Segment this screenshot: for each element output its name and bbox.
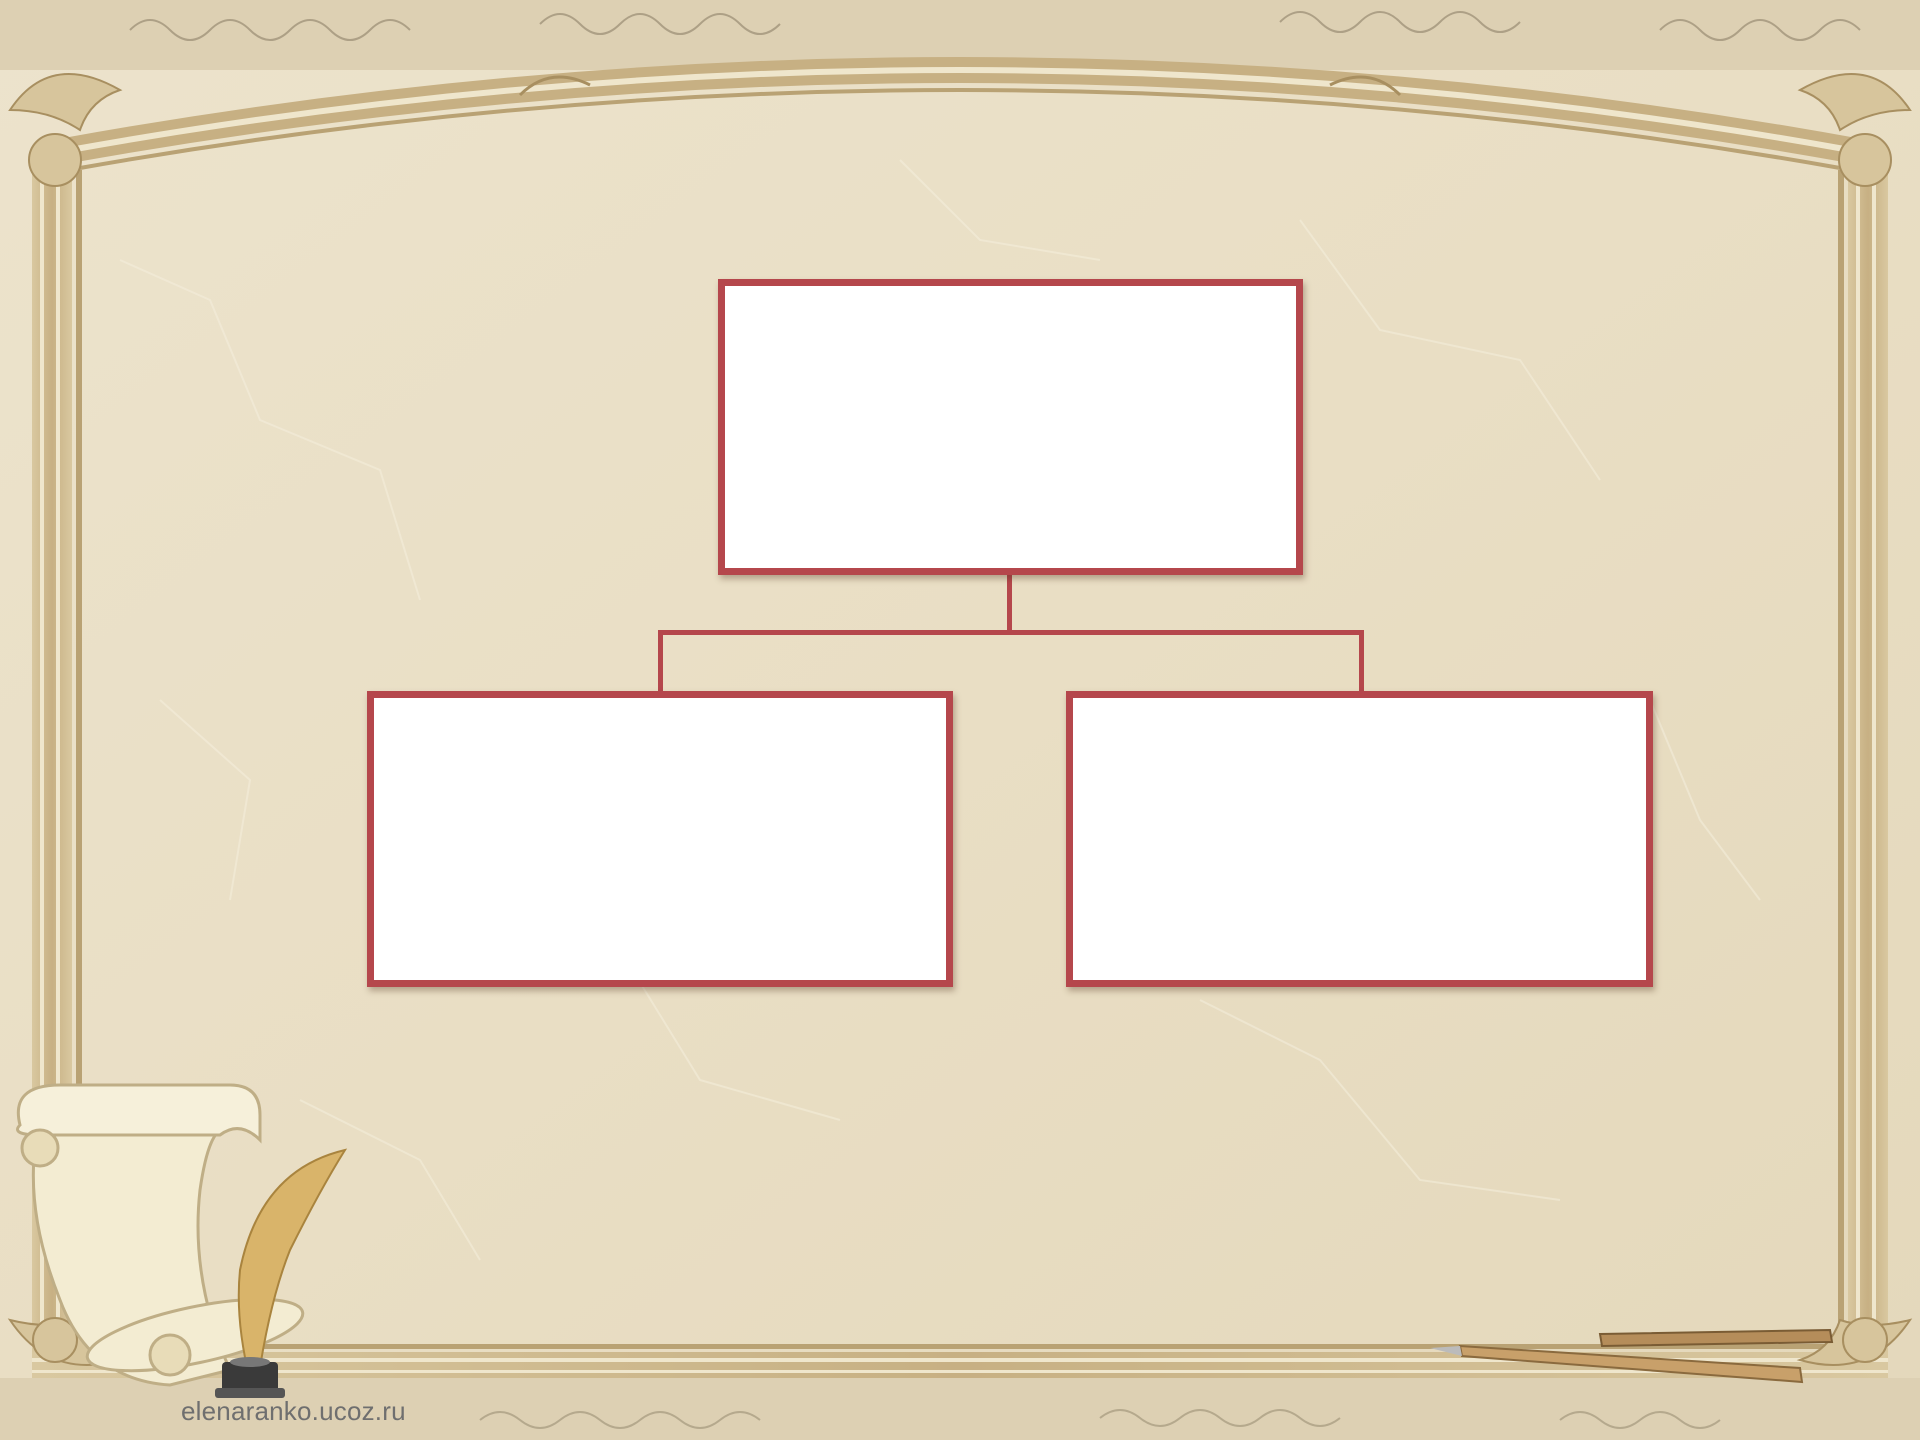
org-box-left[interactable] (367, 691, 953, 987)
connector-right-drop (1359, 630, 1364, 692)
site-caption: elenaranko.ucoz.ru (181, 1396, 406, 1427)
connector-left-drop (658, 630, 663, 692)
org-box-top[interactable] (718, 279, 1303, 575)
connector-stem (1007, 575, 1012, 634)
org-box-right[interactable] (1066, 691, 1653, 987)
connector-horizontal (658, 630, 1364, 635)
inkwell-icon (215, 1357, 285, 1398)
